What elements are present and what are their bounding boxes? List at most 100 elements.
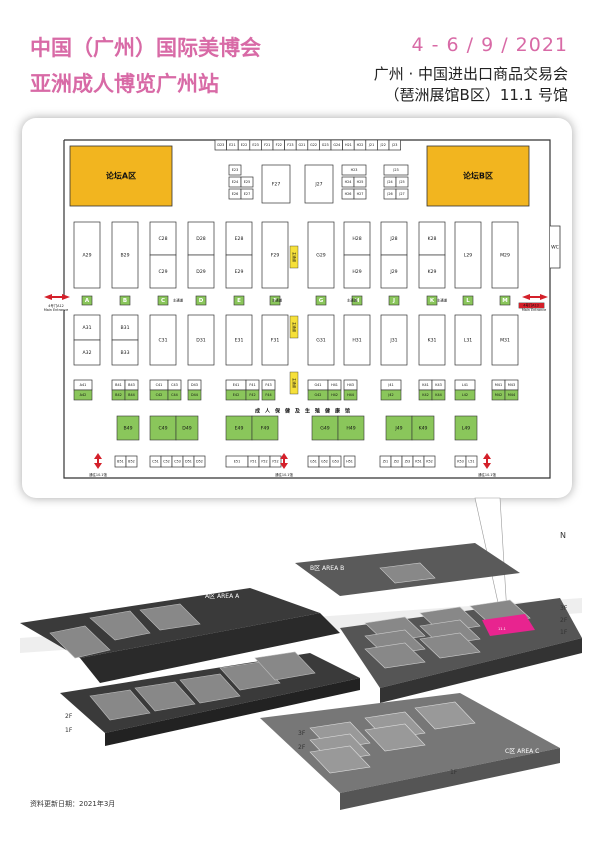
aisle-H (351, 295, 363, 306)
floor-a-1f: 1F (65, 727, 73, 734)
aisle-letter: J (392, 298, 395, 304)
booth-H25 (353, 176, 367, 188)
booth-J28 (380, 221, 408, 256)
booth-label: F49 (261, 426, 270, 432)
booth-label: K52 (426, 460, 433, 464)
booth-M44 (504, 389, 519, 401)
booth-label: G51 (310, 460, 317, 464)
booth-label: E51 (234, 460, 240, 464)
booth-J27 (304, 164, 334, 204)
booth-D29 (187, 254, 215, 289)
booth-label: D29 (196, 269, 205, 275)
booth-label: J22 (380, 143, 386, 147)
booth-label: F52 (261, 460, 267, 464)
forum-b-label: 论坛B区 (463, 171, 493, 181)
channel-label: 主通道 (272, 298, 283, 303)
aisle-letter: F (273, 298, 277, 304)
booth-label: M29 (500, 253, 510, 259)
booth-label: H28 (352, 236, 361, 242)
booth-M29 (491, 221, 519, 289)
booth-label: G41 (315, 383, 322, 387)
venue: 广州 · 中国进出口商品交易会 （琶洲展馆B区）11.1 号馆 (374, 64, 568, 106)
stair-label-left: 通往10.1馆 (89, 472, 107, 477)
booth-label: B44 (128, 393, 135, 397)
booth-G31 (307, 314, 335, 366)
booth-A29 (73, 221, 101, 289)
channel-label: 主通道 (292, 378, 297, 389)
booth-label: H25 (357, 180, 364, 184)
booth-label: D51 (185, 460, 192, 464)
booth-label: E31 (235, 338, 244, 344)
entrance-left-code: 4号门A12 (48, 303, 64, 308)
title-line2: 亚洲成人博览广州站 (30, 72, 219, 96)
booth-J23 (383, 164, 409, 176)
booth-E27 (240, 188, 254, 200)
booth-label: F22 (276, 143, 282, 147)
booth-label: J25 (398, 180, 404, 184)
booth-label: J28 (389, 236, 397, 242)
entrance-right-label: Main Entrance (522, 308, 546, 312)
booth-label: L31 (464, 338, 472, 344)
booth-label: C44 (171, 393, 178, 397)
booth-label: H42 (331, 393, 338, 397)
isometric-hall-map: A区 AREA A B区 AREA B C区 AREA C 11.1 (20, 531, 582, 810)
booth-label: B49 (124, 426, 133, 432)
booth-label: F23 (287, 143, 293, 147)
booth-E23 (228, 164, 242, 176)
booth-label: F52 (272, 460, 278, 464)
gallery-label: 成人保健及生殖健康馆 (255, 408, 355, 415)
floor-c-2f: 2F (298, 744, 306, 751)
booth-H29 (343, 254, 371, 289)
booth-label: H41 (331, 383, 338, 387)
booth-label: E23 (252, 143, 258, 147)
booth-label: K31 (428, 338, 437, 344)
aisle-M (499, 295, 511, 306)
booth-label: B42 (115, 393, 122, 397)
booth-L49 (454, 415, 478, 441)
stair-label-mid: 通往10.1馆 (275, 472, 293, 477)
entrance-right-arrow (522, 294, 548, 300)
booth-label: M44 (508, 393, 515, 397)
booth-label: J26 (386, 192, 392, 196)
booth-label: D31 (196, 338, 205, 344)
wc-box (550, 225, 561, 269)
stair-arrow (280, 453, 288, 469)
booth-E31 (225, 314, 253, 366)
booth-label: D43 (191, 383, 198, 387)
booth-label: L42 (462, 393, 468, 397)
booth-label: J23 (391, 143, 397, 147)
booth-F31 (261, 314, 289, 366)
booth-label: K51 (415, 460, 422, 464)
booth-label: J51 (382, 460, 388, 464)
booth-label: G29 (316, 253, 325, 259)
aisle-B (119, 295, 131, 306)
booth-B44 (124, 389, 139, 401)
stair-label-right: 通往10.1馆 (478, 472, 496, 477)
booth-label: E26 (232, 192, 238, 196)
booth-E28 (225, 221, 253, 256)
booth-label: J53 (404, 460, 410, 464)
entrance-left-bar (52, 296, 62, 298)
booth-label: J29 (389, 269, 397, 275)
booth-label: K43 (435, 383, 442, 387)
booth-F44 (261, 389, 276, 401)
header-titles: 中国（广州）国际美博会 亚洲成人博览广州站 (30, 30, 261, 102)
booth-label: K28 (428, 236, 437, 242)
booth-label: C28 (158, 236, 167, 242)
stair-arrow (483, 453, 491, 469)
booth-label: E21 (229, 143, 235, 147)
booth-label: E25 (244, 180, 250, 184)
floor-2f: 2F (560, 617, 568, 624)
booth-label: B51 (117, 460, 124, 464)
booth-label: F42 (249, 393, 255, 397)
booth-label: H21 (345, 143, 352, 147)
booth-label: K49 (419, 426, 428, 432)
booth-label: A32 (83, 350, 92, 356)
booth-label: C51 (152, 460, 159, 464)
booth-E29 (225, 254, 253, 289)
booth-label: K41 (422, 383, 429, 387)
booth-F29 (261, 221, 289, 289)
booth-label: F43 (265, 383, 271, 387)
